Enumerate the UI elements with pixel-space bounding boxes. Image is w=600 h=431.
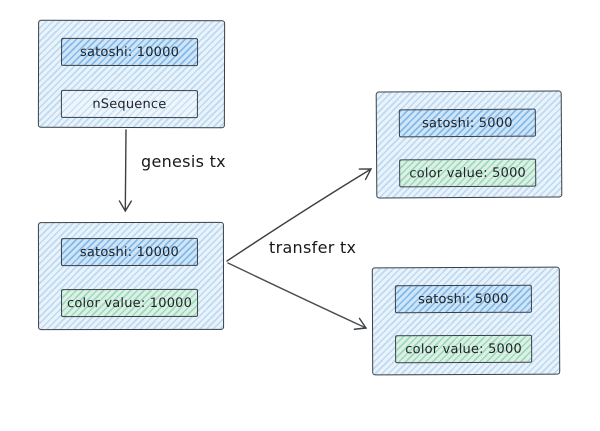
satoshi-field-label: satoshi: 5000 <box>422 115 513 131</box>
transfer-output-utxo-2-box: satoshi: 5000 color value: 5000 <box>371 266 561 376</box>
nsequence-field: nSequence <box>60 89 198 119</box>
satoshi-field: satoshi: 5000 <box>398 108 536 138</box>
transfer-tx-arrow-lower <box>227 262 368 330</box>
satoshi-field-label: satoshi: 5000 <box>418 291 509 307</box>
color-value-field-label: color value: 5000 <box>409 165 527 181</box>
satoshi-field-label: satoshi: 10000 <box>79 244 180 260</box>
transfer-output-utxo-1-box: satoshi: 5000 color value: 5000 <box>375 90 563 199</box>
color-value-field: color value: 5000 <box>395 334 533 364</box>
genesis-input-utxo-box: satoshi: 10000 nSequence <box>37 19 226 129</box>
satoshi-field: satoshi: 10000 <box>60 237 198 267</box>
color-value-field-label: color value: 5000 <box>405 341 522 357</box>
genesis-tx-label: genesis tx <box>141 152 226 171</box>
satoshi-field-label: satoshi: 10000 <box>79 44 180 60</box>
nsequence-field-label: nSequence <box>92 96 167 112</box>
satoshi-field: satoshi: 5000 <box>394 284 532 314</box>
satoshi-field: satoshi: 10000 <box>61 37 199 67</box>
transfer-tx-label: transfer tx <box>269 238 357 257</box>
color-value-field-label: color value: 10000 <box>66 295 193 311</box>
color-value-field: color value: 5000 <box>399 158 537 188</box>
color-value-field: color value: 10000 <box>61 288 199 318</box>
genesis-tx-arrow <box>118 129 133 213</box>
genesis-output-utxo-box: satoshi: 10000 color value: 10000 <box>37 221 225 331</box>
